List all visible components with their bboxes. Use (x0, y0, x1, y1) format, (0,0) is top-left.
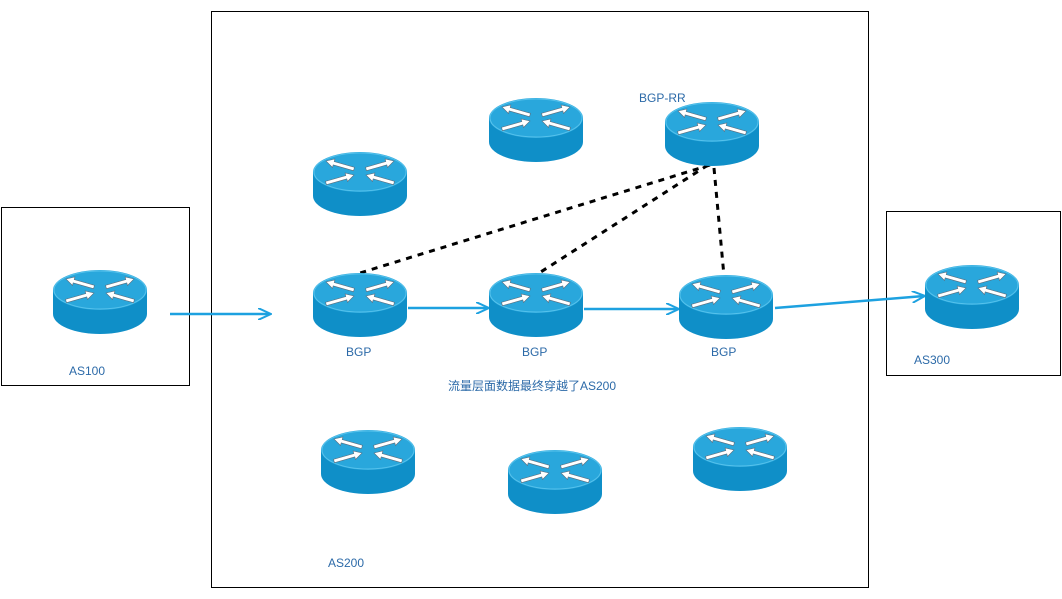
ibgp-sessions (359, 163, 726, 277)
bgp-rr-label: BGP-RR (639, 91, 686, 105)
router-icon (679, 275, 773, 339)
as300-box (886, 211, 1061, 376)
routers (53, 98, 1019, 514)
arrow-icon (774, 296, 924, 310)
ibgp-session-rr-bgp1 (359, 163, 711, 275)
as100-box (1, 207, 190, 386)
router-icon (693, 427, 787, 491)
router-icon (321, 430, 415, 494)
router-icon (665, 102, 759, 166)
ibgp-session-rr-bgp3 (712, 167, 726, 277)
router-icon (53, 270, 147, 334)
router-icon (313, 273, 407, 337)
as300-label: AS300 (914, 353, 950, 367)
as100-label: AS100 (69, 364, 105, 378)
router-icon (925, 265, 1019, 329)
data-links (170, 296, 924, 314)
bgp-label-1: BGP (346, 345, 371, 359)
traffic-note: 流量层面数据最终穿越了AS200 (448, 378, 616, 393)
router-icon (508, 450, 602, 514)
router-icon (313, 152, 407, 216)
router-icon (489, 98, 583, 162)
ibgp-session-rr-bgp2 (535, 163, 709, 277)
bgp-label-3: BGP (711, 345, 736, 359)
router-icon (489, 273, 583, 337)
bgp-label-2: BGP (522, 345, 547, 359)
as200-label: AS200 (328, 556, 364, 570)
